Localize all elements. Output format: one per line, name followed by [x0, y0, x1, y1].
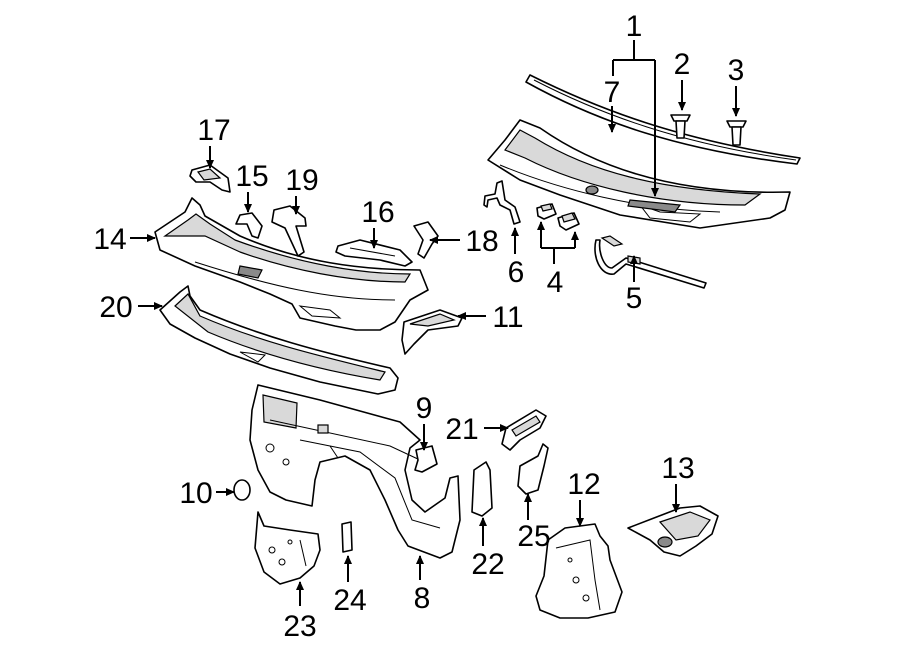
callout-15: 15 — [235, 160, 268, 193]
part-18-bracket — [413, 221, 439, 259]
callout-leader-lines — [130, 40, 740, 606]
part-22-bracket — [471, 461, 493, 517]
callout-22: 22 — [471, 548, 504, 581]
callout-18: 18 — [465, 225, 498, 258]
part-4-clips — [536, 203, 580, 231]
part-10-grommet — [233, 479, 251, 501]
part-13-bracket-assembly — [627, 505, 719, 557]
callout-3: 3 — [728, 54, 745, 87]
part-24-strip — [341, 521, 353, 553]
part-11-side-bracket — [401, 309, 463, 355]
part-7-weatherstrip — [525, 74, 801, 165]
part-2-push-pin — [670, 114, 691, 139]
part-14-cowl-top-panel — [154, 197, 429, 331]
callout-24: 24 — [333, 584, 366, 617]
callout-1: 1 — [626, 10, 643, 43]
callout-16: 16 — [361, 196, 394, 229]
part-8-dash-panel — [249, 384, 461, 559]
callout-10: 10 — [179, 477, 212, 510]
part-1-cowl-vent-panel — [487, 119, 791, 229]
callout-7: 7 — [604, 76, 621, 109]
part-25-bracket — [517, 443, 549, 495]
callout-2: 2 — [674, 48, 691, 81]
callout-13: 13 — [661, 452, 694, 485]
part-23-lower-bracket — [254, 511, 321, 585]
part-20-lower-cowl-panel — [159, 285, 399, 395]
part-17-bracket — [189, 164, 231, 193]
callout-6: 6 — [508, 256, 525, 289]
part-12-side-panel — [535, 523, 623, 619]
callout-14: 14 — [93, 223, 126, 256]
callout-8: 8 — [414, 582, 431, 615]
part-6-bracket — [483, 180, 521, 225]
callout-21: 21 — [445, 413, 478, 446]
callout-5: 5 — [626, 282, 643, 315]
callout-25: 25 — [517, 520, 550, 553]
callout-23: 23 — [283, 610, 316, 643]
callout-12: 12 — [567, 468, 600, 501]
part-21-bracket — [501, 409, 547, 451]
part-15-bracket — [235, 212, 263, 239]
part-5-washer-hose — [594, 235, 707, 289]
callout-20: 20 — [99, 291, 132, 324]
callout-labels: 1 2 3 7 6 4 5 17 15 19 16 18 14 20 11 9 … — [93, 10, 744, 643]
callout-11: 11 — [492, 301, 523, 334]
part-19-bracket — [271, 205, 307, 257]
part-3-push-pin — [726, 120, 747, 146]
callout-19: 19 — [285, 164, 318, 197]
callout-17: 17 — [197, 114, 230, 147]
part-9-bracket — [414, 445, 438, 473]
callout-9: 9 — [416, 392, 433, 425]
callout-4: 4 — [547, 266, 564, 299]
